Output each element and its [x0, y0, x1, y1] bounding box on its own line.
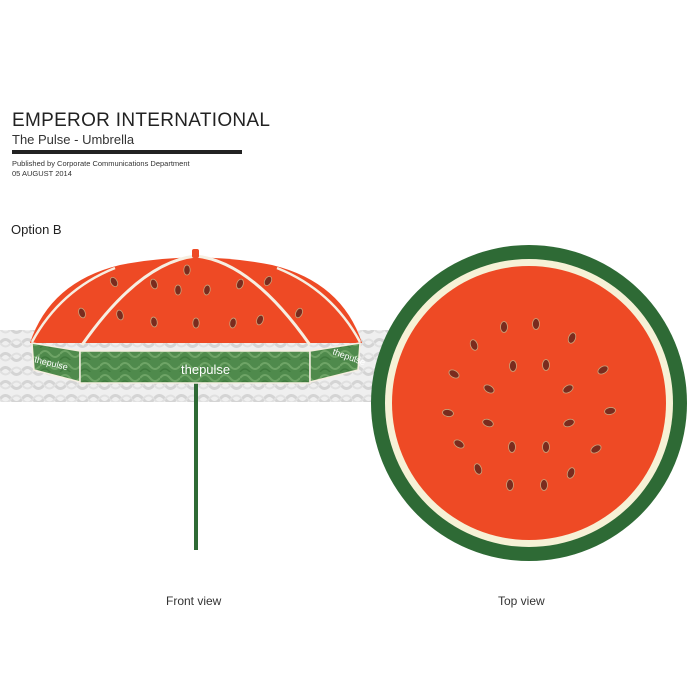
document-subtitle: The Pulse - Umbrella — [12, 132, 135, 147]
watermelon-seed — [150, 278, 158, 290]
umbrella-pole — [194, 380, 198, 550]
document-title: EMPEROR INTERNATIONAL — [12, 110, 271, 131]
watermelon-seed — [192, 317, 200, 329]
canopy-rib — [195, 254, 312, 346]
watermelon-seed — [542, 441, 550, 453]
top-seeds — [442, 318, 616, 491]
watermelon-seed — [483, 384, 495, 394]
top-view-watermelon — [371, 245, 687, 561]
publish-date: 05 AUGUST 2014 — [12, 169, 72, 178]
watermelon-seed — [448, 369, 460, 379]
valance-center — [79, 350, 311, 384]
watermelon-seed — [509, 360, 517, 372]
watermelon-seed — [500, 321, 508, 333]
watermelon-seed — [532, 318, 540, 330]
brand-logo-front: thepulse — [181, 362, 230, 377]
publisher-line: Published by Corporate Communications De… — [12, 159, 190, 168]
watermelon-seed — [563, 418, 575, 428]
watermelon-seed — [203, 284, 211, 296]
watermelon-seed — [566, 467, 576, 479]
watermelon-seed — [236, 278, 244, 290]
watermelon-seed — [109, 276, 119, 288]
umbrella-finial — [192, 249, 199, 258]
watermelon-seed — [604, 407, 616, 415]
watermelon-seed — [542, 359, 550, 371]
watermelon-flesh — [392, 266, 666, 540]
watermelon-seed — [567, 332, 577, 344]
canopy — [30, 257, 362, 343]
watermelon-seed — [78, 307, 86, 319]
watermelon-seed — [597, 365, 609, 375]
top-view-caption: Top view — [498, 594, 545, 608]
watermelon-seed — [256, 314, 264, 326]
watermelon-seed — [174, 284, 182, 296]
canopy-rib — [276, 266, 362, 343]
watermelon-seed — [506, 479, 514, 491]
valance-right — [309, 342, 361, 383]
watermelon-seed — [473, 463, 483, 475]
watermelon-seed — [150, 316, 158, 328]
watermelon-seed — [263, 275, 273, 287]
watermelon-seed — [295, 307, 303, 319]
option-label: Option B — [11, 222, 62, 237]
front-seeds — [78, 264, 303, 329]
watermelon-seed — [469, 339, 479, 351]
canopy-rib — [80, 254, 197, 346]
watermelon-seed — [482, 418, 494, 428]
watermelon-seed — [590, 444, 602, 454]
watermelon-seed — [540, 479, 548, 491]
title-divider — [12, 150, 242, 154]
canopy-rib — [30, 266, 116, 343]
watermelon-seed — [453, 439, 465, 449]
watermelon-seed — [562, 384, 574, 394]
watermelon-seed — [183, 264, 191, 276]
watermelon-seed — [442, 409, 454, 417]
watermelon-seed — [116, 309, 124, 321]
front-view-caption: Front view — [166, 594, 222, 608]
watermelon-seed — [229, 317, 237, 329]
watermelon-seed — [508, 441, 516, 453]
